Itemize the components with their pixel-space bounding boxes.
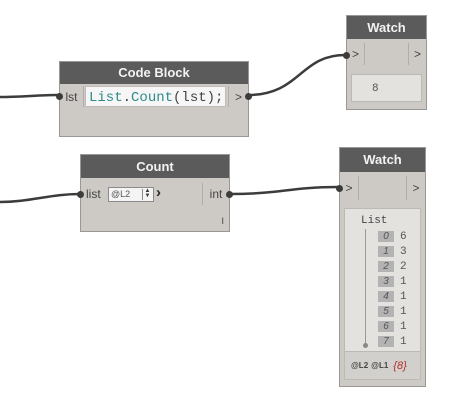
list-value: 1 [400, 275, 407, 288]
code-block-title[interactable]: Code Block [60, 62, 248, 84]
list-index: 7 [378, 336, 394, 347]
list-value: 1 [400, 320, 407, 333]
watch-bottom-input-port[interactable]: > [340, 176, 359, 200]
watch-top-output-label: > [413, 47, 421, 61]
code-block-input-label: lst [65, 89, 78, 104]
code-block-output-dot [245, 93, 252, 100]
footer-count: {8} [393, 359, 407, 372]
list-index: 3 [378, 276, 394, 287]
code-dot: . [122, 90, 132, 106]
wire-into-count [0, 192, 81, 204]
list-index: 6 [378, 321, 394, 332]
watch-list-label: List [361, 215, 388, 227]
wire-into-code-block [0, 93, 59, 99]
list-tree-line [365, 229, 366, 345]
watch-bottom-input-dot [336, 185, 343, 192]
watch-list-footer: @L2 @L1 {8} [345, 351, 420, 379]
lacing-marker: I [221, 216, 224, 226]
watch-bottom-title[interactable]: Watch [340, 148, 425, 172]
list-value: 1 [400, 305, 407, 318]
watch-bottom-output-port[interactable]: > [406, 176, 425, 200]
watch-top-title[interactable]: Watch [347, 16, 426, 39]
count-input-port-list[interactable]: list [81, 183, 151, 205]
list-tree-end-dot [363, 343, 368, 348]
code-block-output-port[interactable]: > [228, 86, 248, 107]
code-block-output-label: > [234, 89, 242, 104]
count-title[interactable]: Count [81, 155, 229, 178]
watch-top-input-label: > [351, 47, 359, 61]
watch-top-value-box: 8 [351, 74, 422, 102]
count-input-dot [77, 191, 84, 198]
watch-top-node[interactable]: Watch > > 8 [343, 15, 427, 110]
code-method: Count [131, 90, 174, 106]
list-value: 2 [400, 260, 407, 273]
level-stepper-icon[interactable]: ▲▼ [142, 188, 152, 200]
code-block-node[interactable]: Code Block lst List.Count(lst); > [56, 61, 252, 137]
list-index: 1 [378, 246, 394, 257]
list-index: 0 [378, 231, 394, 242]
list-index: 5 [378, 306, 394, 317]
code-block-input-dot [56, 93, 63, 100]
code-args: (lst); [173, 90, 224, 106]
wire-code-block-to-watch [247, 53, 346, 97]
count-input-label: list [86, 187, 101, 201]
chevron-right-icon[interactable]: › [156, 184, 161, 201]
footer-level-1: @L2 [351, 361, 369, 370]
code-block-input-port-lst[interactable]: lst [60, 86, 84, 107]
watch-top-value: 8 [372, 83, 379, 95]
watch-top-input-port[interactable]: > [347, 43, 365, 65]
wire-count-to-watch [229, 185, 339, 196]
count-level-value: @L2 [111, 189, 131, 199]
code-block-editor[interactable]: List.Count(lst); [85, 86, 226, 107]
list-value: 6 [400, 230, 407, 243]
list-value: 3 [400, 245, 407, 258]
watch-bottom-input-label: > [345, 181, 353, 195]
code-object: List [89, 90, 123, 106]
watch-bottom-output-label: > [412, 181, 420, 195]
list-value: 1 [400, 290, 407, 303]
list-value: 1 [400, 335, 407, 348]
count-output-label: int [209, 187, 223, 201]
list-index: 4 [378, 291, 394, 302]
count-level-selector[interactable]: @L2 ▲▼ [108, 187, 154, 202]
list-index: 2 [378, 261, 394, 272]
count-node[interactable]: Count list @L2 ▲▼ › int I [77, 154, 233, 232]
watch-top-input-dot [343, 52, 350, 59]
footer-level-2: @L1 [371, 361, 389, 370]
count-output-dot [226, 191, 233, 198]
watch-top-output-port[interactable]: > [408, 43, 426, 65]
count-output-port-int[interactable]: int [202, 183, 229, 205]
